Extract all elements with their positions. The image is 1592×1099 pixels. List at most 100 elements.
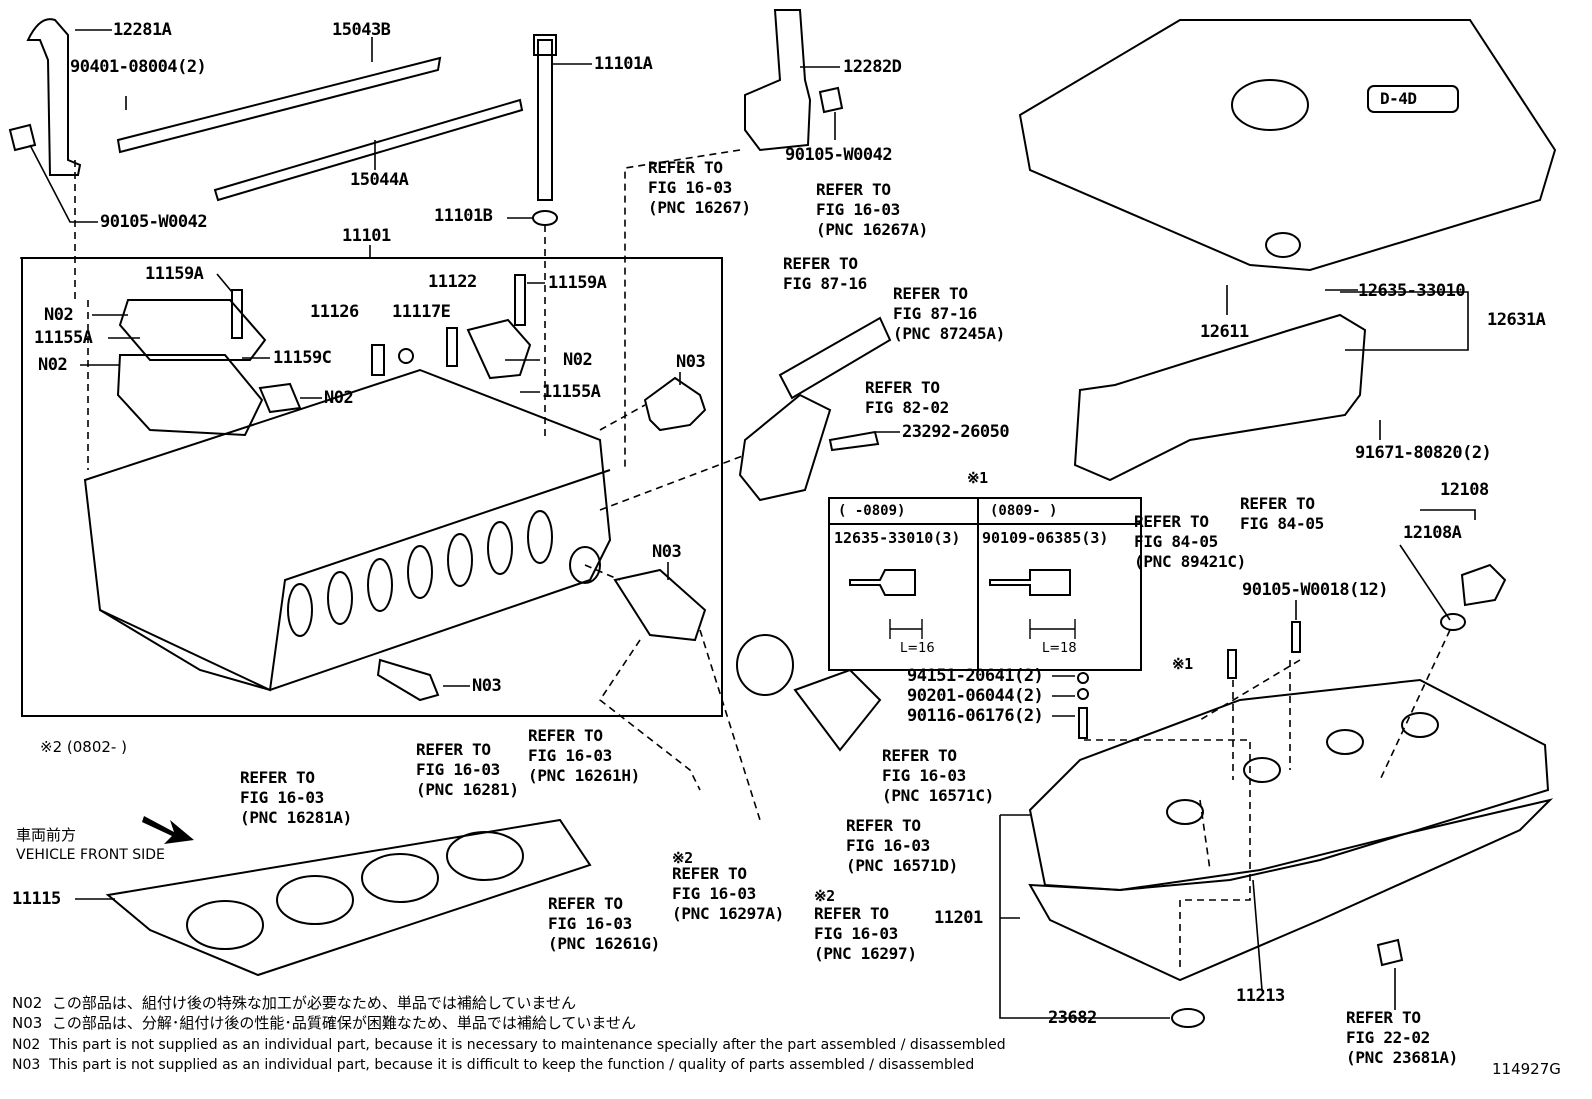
cam-cap-d-drawing bbox=[466, 318, 532, 380]
wire-15044a-drawing bbox=[213, 98, 524, 202]
label-15044a: 15044A bbox=[350, 170, 409, 190]
wire-15043b-drawing bbox=[116, 56, 442, 154]
inset-grid bbox=[830, 499, 1140, 669]
label-23682: 23682 bbox=[1048, 1008, 1097, 1028]
cam-cap-b-drawing bbox=[116, 354, 264, 437]
pin-11126-drawing bbox=[371, 344, 385, 376]
bracket-12282d-drawing bbox=[744, 9, 812, 152]
label-23292: 23292-26050 bbox=[902, 422, 1010, 442]
label-90105-w0042-left: 90105-W0042 bbox=[100, 212, 208, 232]
stud-23292-drawing bbox=[828, 430, 880, 452]
front-arrow-icon bbox=[142, 816, 194, 844]
star2-mark-b: ※2 bbox=[814, 887, 835, 905]
star2-note: ※2 (0802- ) bbox=[40, 738, 127, 756]
label-11101a: 11101A bbox=[594, 54, 653, 74]
label-11101b: 11101B bbox=[434, 206, 493, 226]
clamp-drawing bbox=[736, 634, 794, 696]
label-n02-c: N02 bbox=[324, 388, 354, 408]
stud-left-drawing bbox=[8, 123, 37, 152]
label-90116: 90116-06176(2) bbox=[907, 706, 1044, 726]
label-n03-top: N03 bbox=[676, 352, 706, 372]
label-n02-d: N02 bbox=[563, 350, 593, 370]
label-12611: 12611 bbox=[1200, 322, 1249, 342]
label-94151: 94151-20641(2) bbox=[907, 666, 1044, 686]
label-n02-b: N02 bbox=[38, 355, 68, 375]
figure-id: 114927G bbox=[1492, 1060, 1561, 1078]
bracket-12631a-drawing bbox=[1073, 313, 1367, 482]
bolt-variant-inset: ( -0809) (0809- ) 12635-33010(3) 90109-0… bbox=[828, 497, 1142, 671]
label-11122: 11122 bbox=[428, 272, 477, 292]
label-n03-bottom: N03 bbox=[472, 676, 502, 696]
head-cover-drawing bbox=[1028, 678, 1550, 892]
label-11159c: 11159C bbox=[273, 348, 332, 368]
label-11155a-right: 11155A bbox=[542, 382, 601, 402]
inset-col2-part: 90109-06385(3) bbox=[982, 529, 1109, 547]
fitting-n03-bottom-drawing bbox=[376, 658, 440, 702]
fitting-n03-top-drawing bbox=[643, 376, 707, 432]
label-12635: 12635-33010 bbox=[1358, 281, 1466, 301]
hose-87245a-drawing bbox=[778, 316, 892, 400]
pin-11122-drawing bbox=[446, 327, 458, 367]
bolt-11101a-drawing bbox=[537, 39, 553, 201]
label-12282d: 12282D bbox=[843, 57, 902, 77]
label-star1-inset: ※1 bbox=[967, 469, 988, 487]
cylinder-head-drawing bbox=[83, 368, 612, 692]
cover-gasket-drawing bbox=[1028, 798, 1554, 982]
cover-badge-text: D-4D bbox=[1380, 89, 1417, 108]
label-n02-a: N02 bbox=[44, 305, 74, 325]
label-90401: 90401-08004(2) bbox=[70, 57, 207, 77]
footnote-n03-jp: N03 この部品は、分解･組付け後の性能･品質確保が困難なため、単品では補給して… bbox=[12, 1014, 636, 1032]
bolt-11159a-right-drawing bbox=[514, 274, 526, 326]
footnote-n02-en: N02 This part is not supplied as an indi… bbox=[12, 1037, 1006, 1053]
plug-23681a-drawing bbox=[1376, 938, 1404, 967]
label-11117e: 11117E bbox=[392, 302, 451, 322]
footnote-n02-jp: N02 この部品は、組付け後の特殊な加工が必要なため、単品では補給していません bbox=[12, 994, 576, 1012]
inset-col1-header: ( -0809) bbox=[838, 503, 906, 519]
cam-cap-c-drawing bbox=[258, 382, 302, 414]
label-11126: 11126 bbox=[310, 302, 359, 322]
star2-mark-a: ※2 bbox=[672, 849, 693, 867]
vehicle-front-jp: 車両前方 bbox=[16, 826, 77, 844]
label-90105-w0018: 90105-W0018(12) bbox=[1242, 580, 1389, 600]
label-91671: 91671-80820(2) bbox=[1355, 443, 1492, 463]
fitting-n03-mid-drawing bbox=[613, 568, 707, 642]
label-90105-w0042-right: 90105-W0042 bbox=[785, 145, 893, 165]
label-star1-cover: ※1 bbox=[1172, 655, 1193, 673]
vehicle-front-en: VEHICLE FRONT SIDE bbox=[16, 847, 165, 863]
seal-23682-drawing bbox=[1171, 1008, 1205, 1028]
label-12108: 12108 bbox=[1440, 480, 1489, 500]
nut-11117e-drawing bbox=[398, 348, 414, 364]
bracket-12281a-drawing bbox=[26, 18, 82, 176]
label-11213: 11213 bbox=[1236, 986, 1285, 1006]
label-11159a-right: 11159A bbox=[548, 273, 607, 293]
label-12631a: 12631A bbox=[1487, 310, 1546, 330]
label-11155a-left: 11155A bbox=[34, 328, 93, 348]
cam-cap-a-drawing bbox=[118, 299, 267, 361]
label-15043b: 15043B bbox=[332, 20, 391, 40]
washer-11101b-drawing bbox=[532, 210, 558, 226]
cylinder-head-frame bbox=[21, 257, 723, 717]
label-12108a: 12108A bbox=[1403, 523, 1462, 543]
footnote-n03-en: N03 This part is not supplied as an indi… bbox=[12, 1057, 975, 1073]
oil-cap-drawing bbox=[1460, 563, 1507, 607]
stud-90105-right-drawing bbox=[818, 86, 844, 114]
inset-bolt-left-drawing bbox=[849, 569, 916, 596]
d4d-badge bbox=[1367, 85, 1459, 113]
